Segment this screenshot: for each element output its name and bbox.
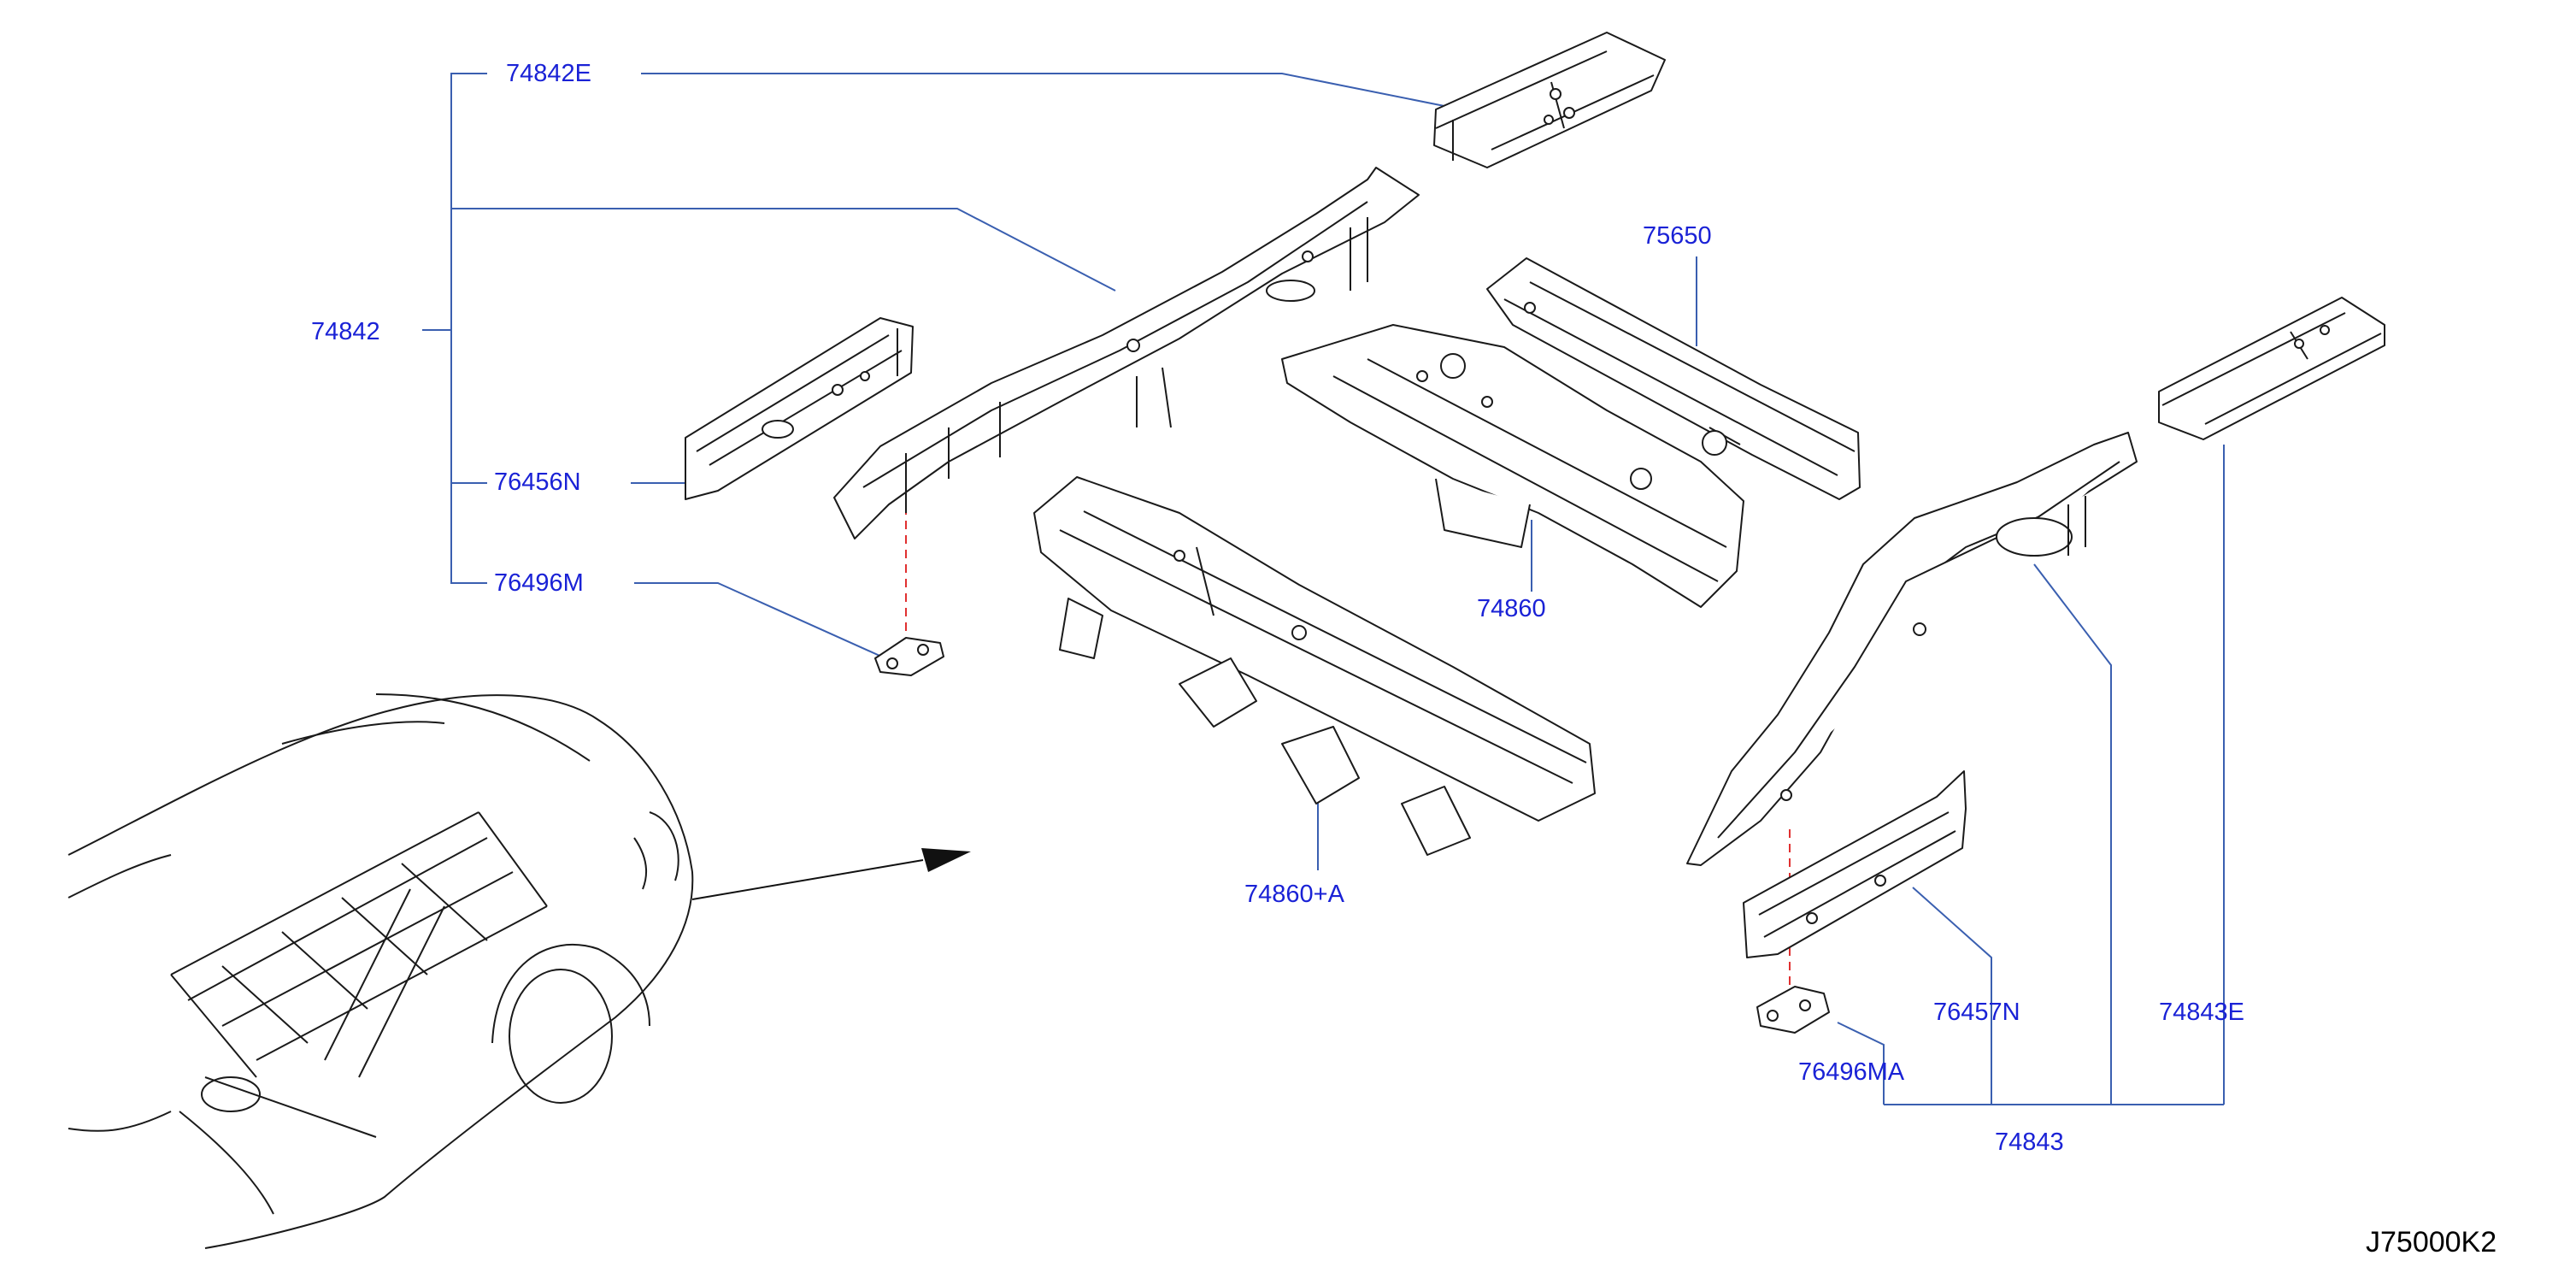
- part-76496M-bracket: [874, 637, 944, 676]
- label-76496MA[interactable]: 76496MA: [1798, 1058, 1905, 1086]
- leader-76496M: [634, 582, 886, 659]
- label-74843E[interactable]: 74843E: [2159, 999, 2244, 1026]
- label-74842[interactable]: 74842: [311, 318, 380, 345]
- label-74860A[interactable]: 74860+A: [1244, 881, 1344, 908]
- label-74843[interactable]: 74843: [1995, 1129, 2064, 1156]
- leader-74842-bracket: [422, 73, 1116, 584]
- view-arrow-head: [921, 848, 971, 872]
- part-74842E-rail: [1433, 32, 1666, 168]
- car-windshield-line: [281, 693, 591, 762]
- car-front-wheel-hint: [201, 1076, 261, 1112]
- diagram-code: J75000K2: [2366, 1226, 2497, 1258]
- leader-lines: [422, 73, 2225, 1105]
- label-76496M[interactable]: 76496M: [494, 569, 584, 597]
- car-silhouette: [68, 693, 694, 1249]
- part-76496MA-bracket: [1756, 986, 1830, 1034]
- car-body-outline: [68, 694, 694, 1249]
- part-74843-side-member: [1686, 432, 2138, 866]
- part-74843E-rail: [2158, 297, 2385, 440]
- label-76456N[interactable]: 76456N: [494, 469, 581, 496]
- car-rear-wheel: [509, 969, 613, 1104]
- label-74860[interactable]: 74860: [1477, 595, 1546, 622]
- label-74842E[interactable]: 74842E: [506, 60, 591, 87]
- car-frame-hint: [170, 811, 548, 1078]
- leader-74843-bracket: [1837, 445, 2225, 1105]
- view-arrow: [691, 848, 971, 900]
- part-75650-rail: [1486, 257, 1861, 500]
- part-74860-floor-panel: [1281, 324, 1744, 608]
- part-74860A-center-member: [1033, 476, 1596, 856]
- leader-74842E: [641, 73, 1471, 112]
- label-75650[interactable]: 75650: [1643, 222, 1712, 250]
- part-76457N-reinforcement: [1743, 770, 1967, 958]
- car-frame-crossmembers: [221, 863, 488, 1044]
- car-door-line: [179, 1076, 377, 1215]
- view-arrow-line: [691, 859, 924, 900]
- part-74842-side-member: [833, 167, 1420, 539]
- car-taillight: [633, 811, 679, 890]
- part-76456N-reinforcement: [685, 317, 914, 500]
- car-wheel-arch: [491, 944, 650, 1044]
- label-76457N[interactable]: 76457N: [1933, 999, 2020, 1026]
- alignment-hints: [905, 506, 1791, 999]
- car-hood-line: [68, 854, 172, 1132]
